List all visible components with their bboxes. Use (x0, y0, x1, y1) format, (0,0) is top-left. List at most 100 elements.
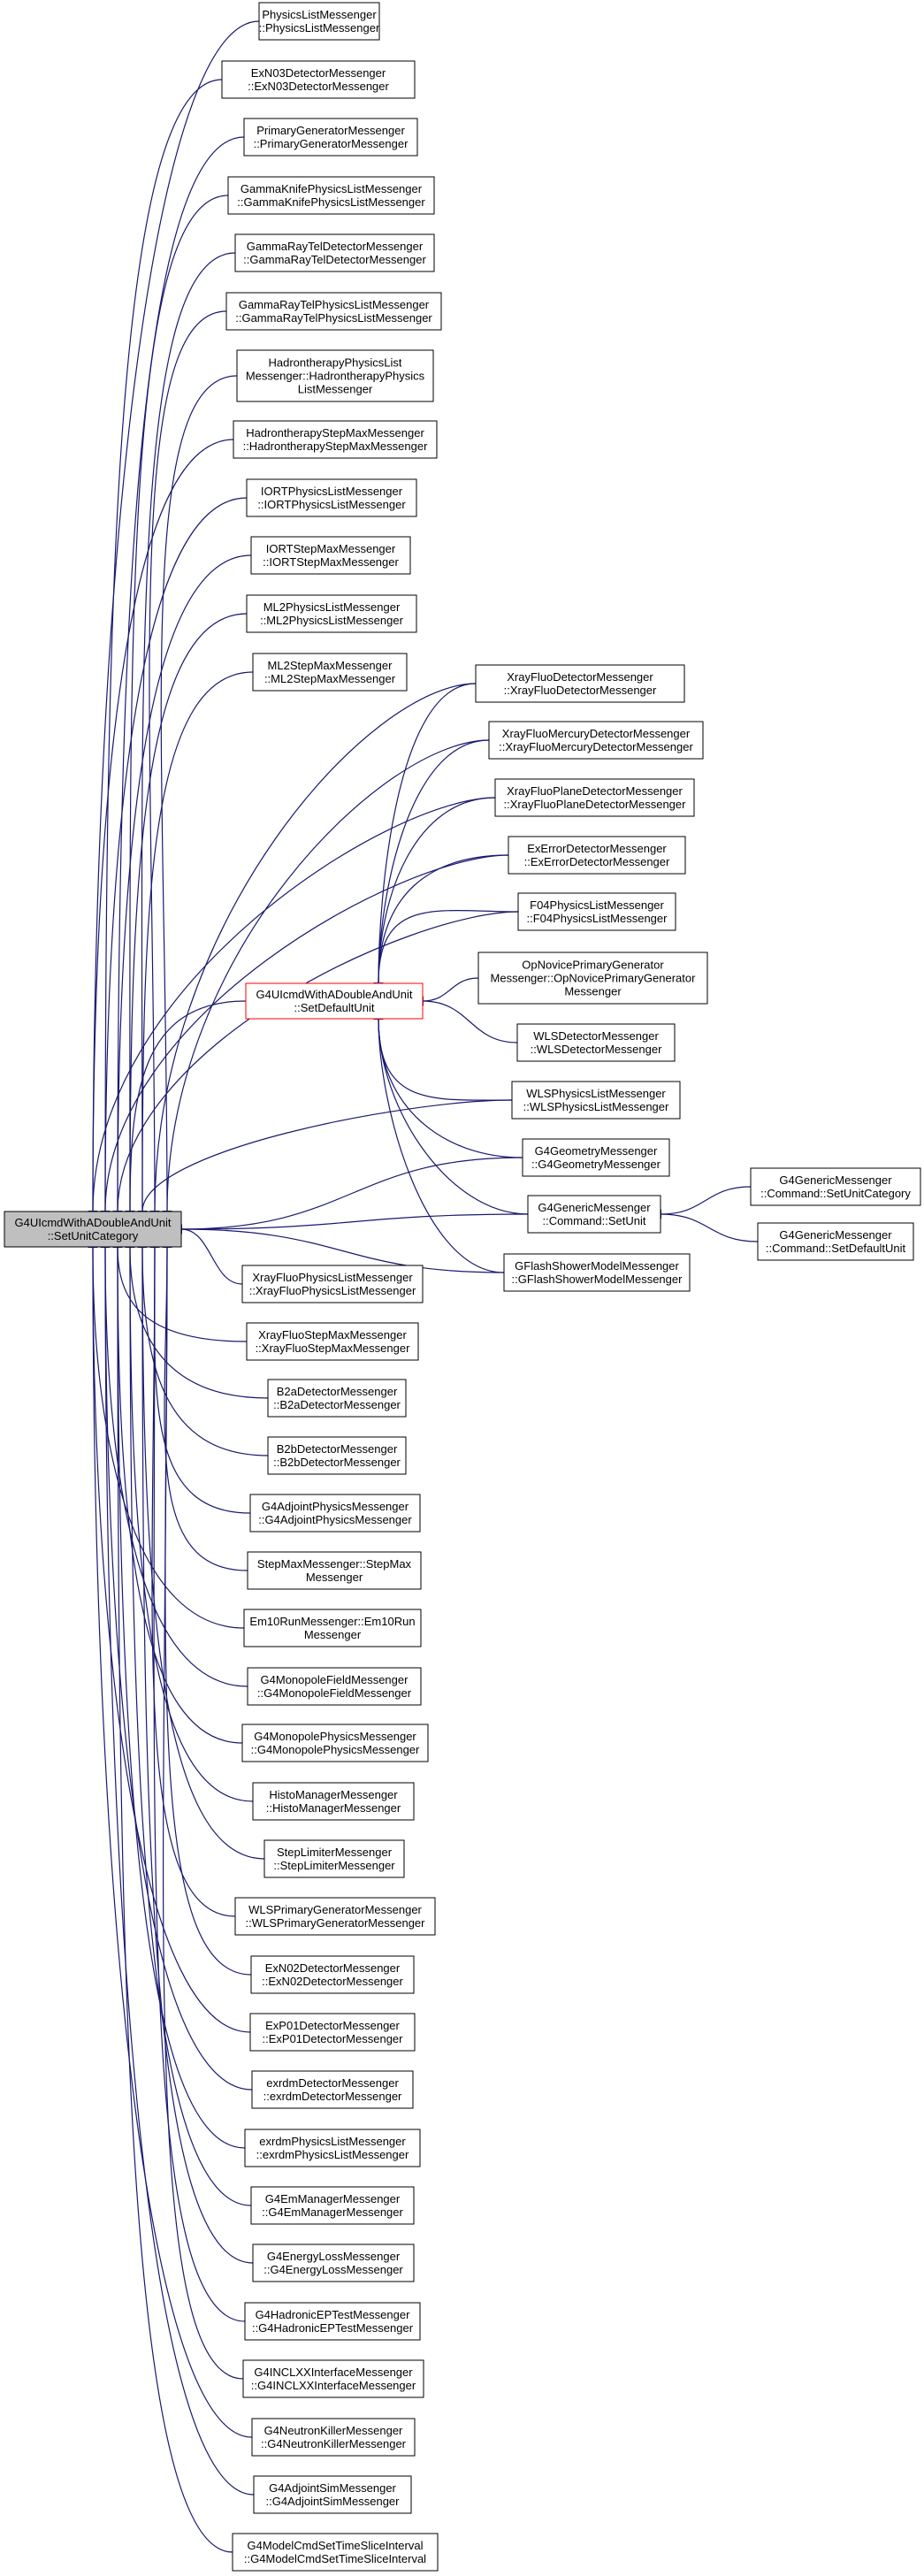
node-box (234, 233, 435, 272)
node-label: ::XrayFluoPlaneDetectorMessenger (504, 798, 687, 811)
edge-hub-r4 (373, 854, 509, 992)
edge-root-n10 (112, 554, 252, 1220)
node-label: ::Command::SetUnitCategory (760, 1187, 911, 1200)
node-box (253, 2475, 412, 2514)
node-label: G4GeometryMessenger (535, 1144, 658, 1158)
node-b14[interactable]: ExP01DetectorMessenger::ExP01DetectorMes… (249, 2013, 416, 2052)
node-b5[interactable]: G4AdjointPhysicsMessenger::G4AdjointPhys… (249, 1494, 421, 1533)
node-label: ExP01DetectorMessenger (265, 2019, 400, 2032)
node-label: ::Command::SetUnit (542, 1214, 645, 1227)
node-label: ::ML2PhysicsListMessenger (260, 614, 404, 627)
node-b7[interactable]: Em10RunMessenger::Em10RunMessenger (243, 1609, 422, 1647)
node-r8[interactable]: WLSPhysicsListMessenger::WLSPhysicsListM… (511, 1081, 681, 1120)
node-r6[interactable]: OpNovicePrimaryGeneratorMessenger::OpNov… (477, 952, 708, 1005)
node-label: G4AdjointSimMessenger (269, 2481, 396, 2495)
node-box (750, 1167, 921, 1206)
node-r3[interactable]: XrayFluoPlaneDetectorMessenger::XrayFluo… (494, 778, 695, 817)
node-label: ::Command::SetDefaultUnit (766, 1242, 906, 1255)
node-r5[interactable]: F04PhysicsListMessenger::F04PhysicsListM… (517, 892, 676, 931)
node-b2[interactable]: XrayFluoStepMaxMessenger::XrayFluoStepMa… (246, 1322, 419, 1361)
node-label: Messenger::OpNovicePrimaryGenerator (491, 972, 697, 985)
node-n7[interactable]: HadrontherapyPhysicsListMessenger::Hadro… (236, 349, 434, 402)
edge-hub-r5 (373, 909, 519, 992)
node-label: GammaRayTelPhysicsListMessenger (239, 298, 430, 311)
node-n12[interactable]: ML2StepMaxMessenger::ML2StepMaxMessenger (252, 653, 408, 692)
node-b15[interactable]: exrdmDetectorMessenger::exrdmDetectorMes… (251, 2070, 414, 2109)
node-label: ::ExErrorDetectorMessenger (524, 855, 670, 868)
node-b4[interactable]: B2bDetectorMessenger::B2bDetectorMesseng… (267, 1436, 407, 1475)
node-label: G4GenericMessenger (779, 1173, 892, 1187)
node-b12[interactable]: WLSPrimaryGeneratorMessenger::WLSPrimary… (234, 1897, 436, 1936)
node-box (241, 1724, 429, 1762)
edge-hub-r7 (414, 996, 518, 1043)
node-b11[interactable]: StepLimiterMessenger::StepLimiterMesseng… (263, 1839, 405, 1878)
node-b23[interactable]: G4ModelCmdSetTimeSliceInterval::G4ModelC… (232, 2533, 439, 2572)
node-r9[interactable]: G4GeometryMessenger::G4GeometryMessenger (522, 1138, 670, 1177)
node-b22[interactable]: G4AdjointSimMessenger::G4AdjointSimMesse… (253, 2475, 412, 2514)
node-label: ::WLSDetectorMessenger (531, 1043, 663, 1056)
node-box (508, 836, 686, 875)
node-b8[interactable]: G4MonopoleFieldMessenger::G4MonopoleFiel… (247, 1667, 422, 1706)
node-label: ::G4AdjointPhysicsMessenger (258, 1513, 412, 1526)
node-b20[interactable]: G4INCLXXInterfaceMessenger::G4INCLXXInte… (242, 2359, 424, 2398)
node-label: G4UIcmdWithADoubleAndUnit (256, 988, 412, 1001)
edge-root-r10 (172, 1213, 529, 1234)
node-box (757, 1222, 914, 1261)
node-box (477, 952, 708, 1005)
node-n10[interactable]: IORTStepMaxMessenger::IORTStepMaxMesseng… (250, 536, 411, 575)
edge-root-b5 (149, 1238, 251, 1514)
node-f1[interactable]: G4GenericMessenger::Command::SetUnitCate… (750, 1167, 921, 1206)
node-b17[interactable]: G4EmManagerMessenger::G4EmManagerMesseng… (250, 2186, 415, 2225)
node-b19[interactable]: G4HadronicEPTestMessenger::G4HadronicEPT… (244, 2302, 421, 2341)
edge-root-b9 (112, 1238, 243, 1744)
node-b16[interactable]: exrdmPhysicsListMessenger::exrdmPhysicsL… (244, 2129, 421, 2167)
node-hub[interactable]: G4UIcmdWithADoubleAndUnit::SetDefaultUni… (245, 982, 424, 1020)
node-label: ::XrayFluoMercuryDetectorMessenger (499, 740, 693, 753)
edge-root-n1 (88, 20, 260, 1220)
node-b13[interactable]: ExN02DetectorMessenger::ExN02DetectorMes… (250, 1955, 415, 1994)
node-label: ::WLSPrimaryGeneratorMessenger (245, 1916, 425, 1930)
node-r7[interactable]: WLSDetectorMessenger::WLSDetectorMesseng… (516, 1023, 676, 1062)
node-r4[interactable]: ExErrorDetectorMessenger::ExErrorDetecto… (508, 836, 686, 875)
node-b9[interactable]: G4MonopolePhysicsMessenger::G4MonopolePh… (241, 1724, 429, 1762)
node-label: G4GenericMessenger (538, 1201, 651, 1214)
node-n8[interactable]: HadrontherapyStepMaxMessenger::Hadronthe… (233, 420, 438, 459)
node-r2[interactable]: XrayFluoMercuryDetectorMessenger::XrayFl… (488, 721, 704, 760)
node-box (267, 1436, 407, 1475)
node-b21[interactable]: G4NeutronKillerMessenger::G4NeutronKille… (251, 2418, 416, 2457)
node-r10[interactable]: G4GenericMessenger::Command::SetUnit (527, 1195, 661, 1234)
node-n6[interactable]: GammaRayTelPhysicsListMessenger::GammaRa… (225, 292, 442, 331)
node-label: G4EnergyLossMessenger (267, 2250, 401, 2263)
node-n11[interactable]: ML2PhysicsListMessenger::ML2PhysicsListM… (246, 594, 417, 633)
node-b3[interactable]: B2aDetectorMessenger::B2aDetectorMesseng… (267, 1379, 407, 1418)
node-n9[interactable]: IORTPhysicsListMessenger::IORTPhysicsLis… (246, 478, 417, 517)
node-b10[interactable]: HistoManagerMessenger::HistoManagerMesse… (252, 1782, 415, 1821)
node-b6[interactable]: StepMaxMessenger::StepMaxMessenger (247, 1551, 422, 1590)
node-b1[interactable]: XrayFluoPhysicsListMessenger::XrayFluoPh… (241, 1265, 424, 1303)
node-n3[interactable]: PrimaryGeneratorMessenger::PrimaryGenera… (243, 118, 418, 157)
node-f2[interactable]: G4GenericMessenger::Command::SetDefaultU… (757, 1222, 914, 1261)
node-root[interactable]: G4UIcmdWithADoubleAndUnit::SetUnitCatego… (4, 1211, 182, 1248)
node-box (221, 60, 416, 99)
edge-root-n5 (137, 252, 236, 1220)
node-r11[interactable]: GFlashShowerModelMessenger::GFlashShower… (503, 1253, 691, 1292)
node-label: ::PhysicsListMessenger (259, 21, 380, 34)
node-label: ::G4MonopoleFieldMessenger (257, 1686, 412, 1700)
node-n4[interactable]: GammaKnifePhysicsListMessenger::GammaKni… (227, 176, 435, 215)
node-b18[interactable]: G4EnergyLossMessenger::G4EnergyLossMesse… (252, 2243, 415, 2282)
node-label: ML2StepMaxMessenger (268, 659, 393, 672)
edge-root-r2 (162, 739, 490, 1220)
node-box (250, 2186, 415, 2225)
node-n5[interactable]: GammaRayTelDetectorMessenger::GammaRayTe… (234, 233, 435, 272)
node-box (244, 2129, 421, 2167)
node-n1[interactable]: PhysicsListMessenger::PhysicsListMesseng… (258, 2, 380, 41)
node-r1[interactable]: XrayFluoDetectorMessenger::XrayFluoDetec… (475, 664, 685, 703)
edge-root-n7 (160, 375, 238, 1220)
node-label: ::GammaRayTelDetectorMessenger (243, 253, 426, 266)
edge-root-n2 (100, 79, 223, 1220)
node-n2[interactable]: ExN03DetectorMessenger::ExN03DetectorMes… (221, 60, 416, 99)
node-label: ExN03DetectorMessenger (251, 66, 386, 80)
edge-root-b10 (125, 1238, 254, 1802)
node-label: WLSPrimaryGeneratorMessenger (248, 1903, 422, 1916)
